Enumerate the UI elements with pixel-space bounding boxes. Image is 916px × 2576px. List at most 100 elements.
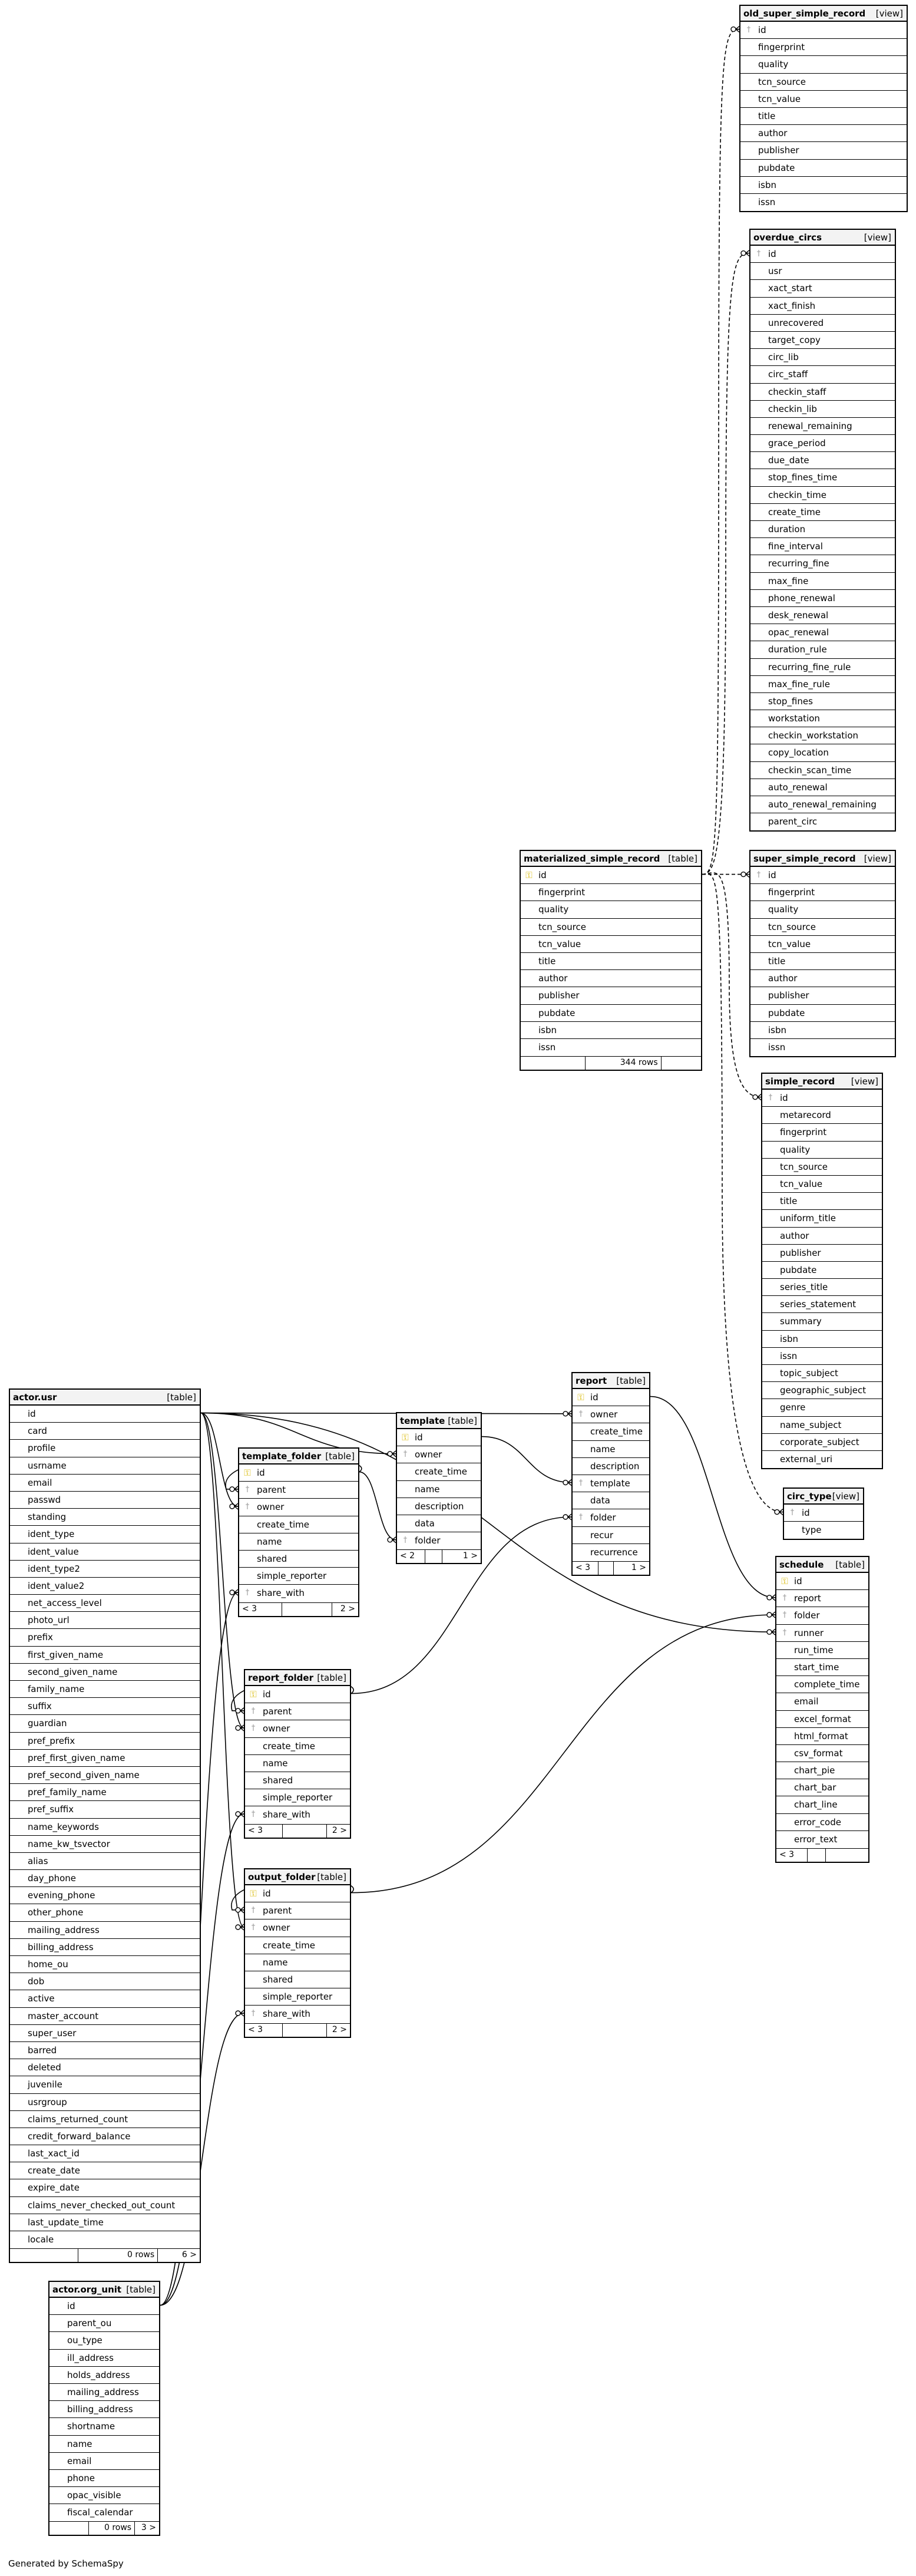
- column-row[interactable]: second_given_name: [10, 1664, 200, 1681]
- column-row[interactable]: id: [10, 1406, 200, 1423]
- column-row[interactable]: tcn_source: [521, 919, 701, 936]
- column-row[interactable]: parent_circ: [750, 813, 895, 830]
- column-row[interactable]: †id: [750, 246, 895, 263]
- table-kind-link[interactable]: [table]: [668, 853, 697, 864]
- column-row[interactable]: name_keywords: [10, 1819, 200, 1836]
- column-row[interactable]: stop_fines: [750, 693, 895, 711]
- column-row[interactable]: auto_renewal_remaining: [750, 796, 895, 814]
- column-row[interactable]: mailing_address: [49, 2384, 159, 2402]
- column-row[interactable]: card: [10, 1423, 200, 1440]
- column-row[interactable]: parent_ou: [49, 2315, 159, 2333]
- footer-children[interactable]: [662, 1057, 701, 1070]
- column-row[interactable]: evening_phone: [10, 1887, 200, 1905]
- column-row[interactable]: pref_first_given_name: [10, 1750, 200, 1767]
- column-row[interactable]: shared: [245, 1971, 350, 1989]
- column-row[interactable]: recurring_fine: [750, 555, 895, 573]
- column-row[interactable]: issn: [750, 1039, 895, 1056]
- column-row[interactable]: create_time: [245, 1937, 350, 1954]
- column-row[interactable]: usr: [750, 263, 895, 281]
- column-row[interactable]: email: [10, 1475, 200, 1492]
- column-row[interactable]: fingerprint: [740, 39, 907, 57]
- column-row[interactable]: excel_format: [776, 1711, 868, 1728]
- footer-children[interactable]: 3 >: [141, 2523, 156, 2533]
- column-row[interactable]: day_phone: [10, 1870, 200, 1888]
- column-row[interactable]: ⚿id: [397, 1429, 481, 1447]
- column-row[interactable]: ou_type: [49, 2332, 159, 2350]
- column-row[interactable]: recurring_fine_rule: [750, 659, 895, 676]
- column-row[interactable]: name: [245, 1755, 350, 1772]
- table-kind-link[interactable]: [table]: [616, 1376, 646, 1386]
- column-row[interactable]: tcn_value: [521, 936, 701, 953]
- column-row[interactable]: net_access_level: [10, 1595, 200, 1612]
- table-kind-link[interactable]: [table]: [167, 1392, 196, 1403]
- column-row[interactable]: billing_address: [10, 1939, 200, 1956]
- column-row[interactable]: quality: [750, 901, 895, 919]
- column-row[interactable]: id: [49, 2298, 159, 2316]
- column-row[interactable]: †owner: [573, 1406, 649, 1424]
- column-row[interactable]: simple_reporter: [239, 1568, 358, 1585]
- column-row[interactable]: alias: [10, 1853, 200, 1871]
- column-row[interactable]: circ_lib: [750, 349, 895, 367]
- column-row[interactable]: xact_finish: [750, 298, 895, 315]
- column-row[interactable]: checkin_lib: [750, 401, 895, 418]
- column-row[interactable]: author: [750, 970, 895, 988]
- column-row[interactable]: checkin_staff: [750, 384, 895, 401]
- column-row[interactable]: fine_interval: [750, 538, 895, 556]
- column-row[interactable]: suffix: [10, 1698, 200, 1716]
- column-row[interactable]: pref_family_name: [10, 1784, 200, 1802]
- column-row[interactable]: pubdate: [762, 1262, 882, 1279]
- column-row[interactable]: ⚿id: [245, 1885, 350, 1903]
- footer-parents[interactable]: < 3: [245, 1824, 283, 1838]
- column-row[interactable]: other_phone: [10, 1904, 200, 1922]
- column-row[interactable]: author: [740, 125, 907, 143]
- column-row[interactable]: †folder: [573, 1509, 649, 1527]
- column-row[interactable]: create_time: [397, 1463, 481, 1481]
- column-row[interactable]: desk_renewal: [750, 607, 895, 625]
- column-row[interactable]: shortname: [49, 2418, 159, 2436]
- column-row[interactable]: opac_visible: [49, 2487, 159, 2505]
- column-row[interactable]: name: [245, 1954, 350, 1971]
- column-row[interactable]: issn: [762, 1348, 882, 1365]
- column-row[interactable]: pref_second_given_name: [10, 1767, 200, 1785]
- table-kind-link[interactable]: [view]: [851, 1076, 878, 1087]
- column-row[interactable]: issn: [740, 194, 907, 211]
- column-row[interactable]: fingerprint: [762, 1124, 882, 1142]
- column-row[interactable]: geographic_subject: [762, 1382, 882, 1400]
- footer-children[interactable]: 1 >: [631, 1562, 646, 1572]
- column-row[interactable]: due_date: [750, 452, 895, 470]
- column-row[interactable]: publisher: [762, 1245, 882, 1262]
- column-row[interactable]: name: [573, 1441, 649, 1458]
- column-row[interactable]: name_kw_tsvector: [10, 1836, 200, 1853]
- column-row[interactable]: recurrence: [573, 1544, 649, 1561]
- table-name[interactable]: circ_type: [787, 1491, 832, 1502]
- column-row[interactable]: profile: [10, 1440, 200, 1457]
- table-kind-link[interactable]: [view]: [875, 8, 903, 19]
- column-row[interactable]: series_title: [762, 1279, 882, 1297]
- column-row[interactable]: chart_line: [776, 1796, 868, 1814]
- column-row[interactable]: †id: [750, 867, 895, 885]
- column-row[interactable]: †parent: [245, 1703, 350, 1721]
- column-row[interactable]: checkin_time: [750, 487, 895, 504]
- table-kind-link[interactable]: [table]: [448, 1416, 477, 1426]
- column-row[interactable]: deleted: [10, 2059, 200, 2077]
- column-row[interactable]: title: [762, 1193, 882, 1211]
- column-row[interactable]: create_date: [10, 2162, 200, 2180]
- column-row[interactable]: tcn_source: [740, 74, 907, 91]
- column-row[interactable]: photo_url: [10, 1612, 200, 1630]
- column-row[interactable]: †owner: [245, 1720, 350, 1738]
- column-row[interactable]: title: [521, 953, 701, 971]
- column-row[interactable]: first_given_name: [10, 1647, 200, 1664]
- column-row[interactable]: †folder: [397, 1532, 481, 1549]
- footer-children[interactable]: 2 >: [332, 2024, 347, 2034]
- column-row[interactable]: †share_with: [245, 1806, 350, 1823]
- column-row[interactable]: †report: [776, 1590, 868, 1608]
- column-row[interactable]: title: [740, 108, 907, 126]
- column-row[interactable]: pubdate: [750, 1005, 895, 1022]
- column-row[interactable]: description: [397, 1498, 481, 1515]
- column-row[interactable]: publisher: [750, 987, 895, 1005]
- table-name[interactable]: simple_record: [765, 1076, 835, 1087]
